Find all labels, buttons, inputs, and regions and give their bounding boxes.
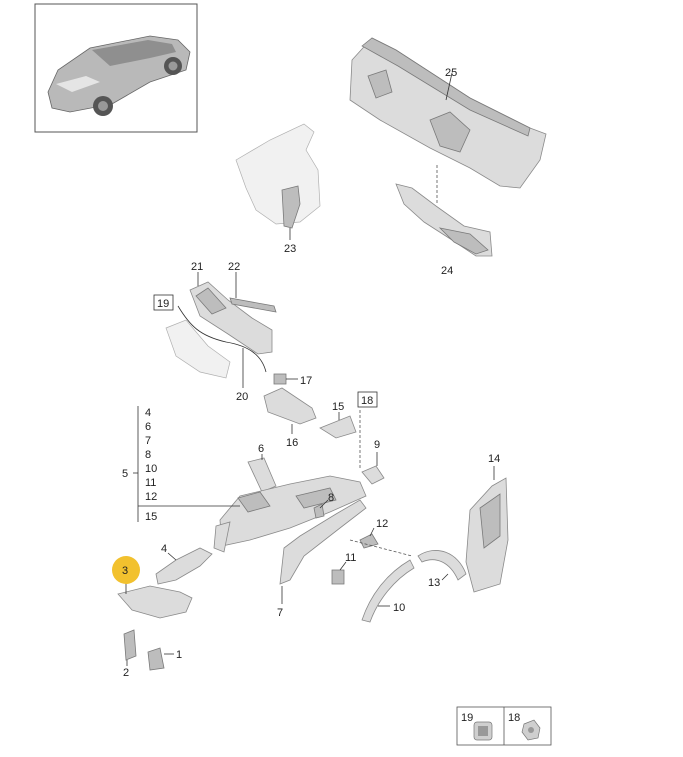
label-16: 16 — [286, 437, 298, 449]
part-2-bracket[interactable] — [123, 629, 137, 666]
part-12-clip[interactable] — [359, 527, 379, 549]
part-24-bracket[interactable] — [395, 183, 493, 257]
legend-label-18: 18 — [508, 712, 520, 724]
label-21: 21 — [191, 261, 203, 273]
part-8-bracket[interactable] — [313, 499, 329, 519]
part-22-strip[interactable] — [229, 272, 277, 313]
part-15-bracket[interactable] — [319, 412, 357, 439]
label-4: 4 — [161, 543, 167, 555]
label-7: 7 — [277, 607, 283, 619]
label-24: 24 — [441, 265, 453, 277]
part-19-bracket[interactable] — [165, 319, 231, 379]
part-10-wheel-arch[interactable] — [361, 559, 415, 623]
part-9-bracket[interactable] — [361, 452, 385, 485]
clip-19-icon — [473, 721, 493, 741]
label-19-box: 19 — [153, 294, 174, 311]
part-5-wheelhouse-assembly[interactable] — [213, 475, 367, 553]
label-2: 2 — [123, 667, 129, 679]
part-25-cowl-panel[interactable] — [349, 37, 547, 189]
part-20-cable[interactable] — [177, 305, 267, 388]
group-5-label: 5 — [122, 468, 128, 480]
label-20: 20 — [236, 391, 248, 403]
group-5-item: 6 — [145, 421, 151, 433]
group-5-item: 4 — [145, 407, 151, 419]
legend-label-19: 19 — [461, 712, 473, 724]
group-5-item: 7 — [145, 435, 151, 447]
group-5-bracket — [133, 406, 240, 522]
label-25: 25 — [445, 67, 457, 79]
label-19: 19 — [157, 298, 169, 310]
label-23: 23 — [284, 243, 296, 255]
label-3: 3 — [122, 565, 128, 577]
label-15: 15 — [332, 401, 344, 413]
part-6-panel[interactable] — [247, 454, 277, 493]
label-12: 12 — [376, 518, 388, 530]
legend-box: 19 18 — [456, 706, 552, 746]
part-4-bracket[interactable] — [155, 547, 213, 585]
label-18: 18 — [361, 395, 373, 407]
part-13-wheel-arch-panel[interactable] — [417, 550, 467, 581]
part-21-panel[interactable] — [189, 272, 273, 355]
label-18-box: 18 — [357, 391, 378, 408]
group-5-item: 8 — [145, 449, 151, 461]
label-11: 11 — [345, 552, 356, 564]
label-22: 22 — [228, 261, 240, 273]
label-14: 14 — [488, 453, 500, 465]
label-9: 9 — [374, 439, 380, 451]
label-8: 8 — [328, 492, 334, 504]
part-11-bracket[interactable] — [331, 561, 347, 585]
group-5-item: 10 — [145, 463, 157, 475]
label-13: 13 — [428, 577, 440, 589]
highlight-marker — [112, 556, 140, 584]
vehicle-thumbnail — [34, 3, 198, 133]
label-17: 17 — [300, 375, 312, 387]
part-7-member[interactable] — [279, 499, 367, 604]
label-1: 1 — [176, 649, 182, 661]
clip-18-icon — [521, 719, 541, 741]
group-5-item: 11 — [145, 477, 156, 489]
label-6: 6 — [258, 443, 264, 455]
part-23-bracket[interactable] — [235, 123, 321, 240]
part-3-bracket[interactable] — [117, 580, 193, 619]
part-17-clip[interactable] — [273, 373, 298, 385]
car-icon — [47, 35, 191, 116]
part-1-bracket[interactable] — [147, 647, 174, 671]
group-5-item: 12 — [145, 491, 157, 503]
part-16-bracket[interactable] — [263, 387, 317, 434]
part-14-side-panel[interactable] — [465, 466, 509, 593]
group-5-item: 15 — [145, 511, 157, 523]
label-10: 10 — [393, 602, 405, 614]
